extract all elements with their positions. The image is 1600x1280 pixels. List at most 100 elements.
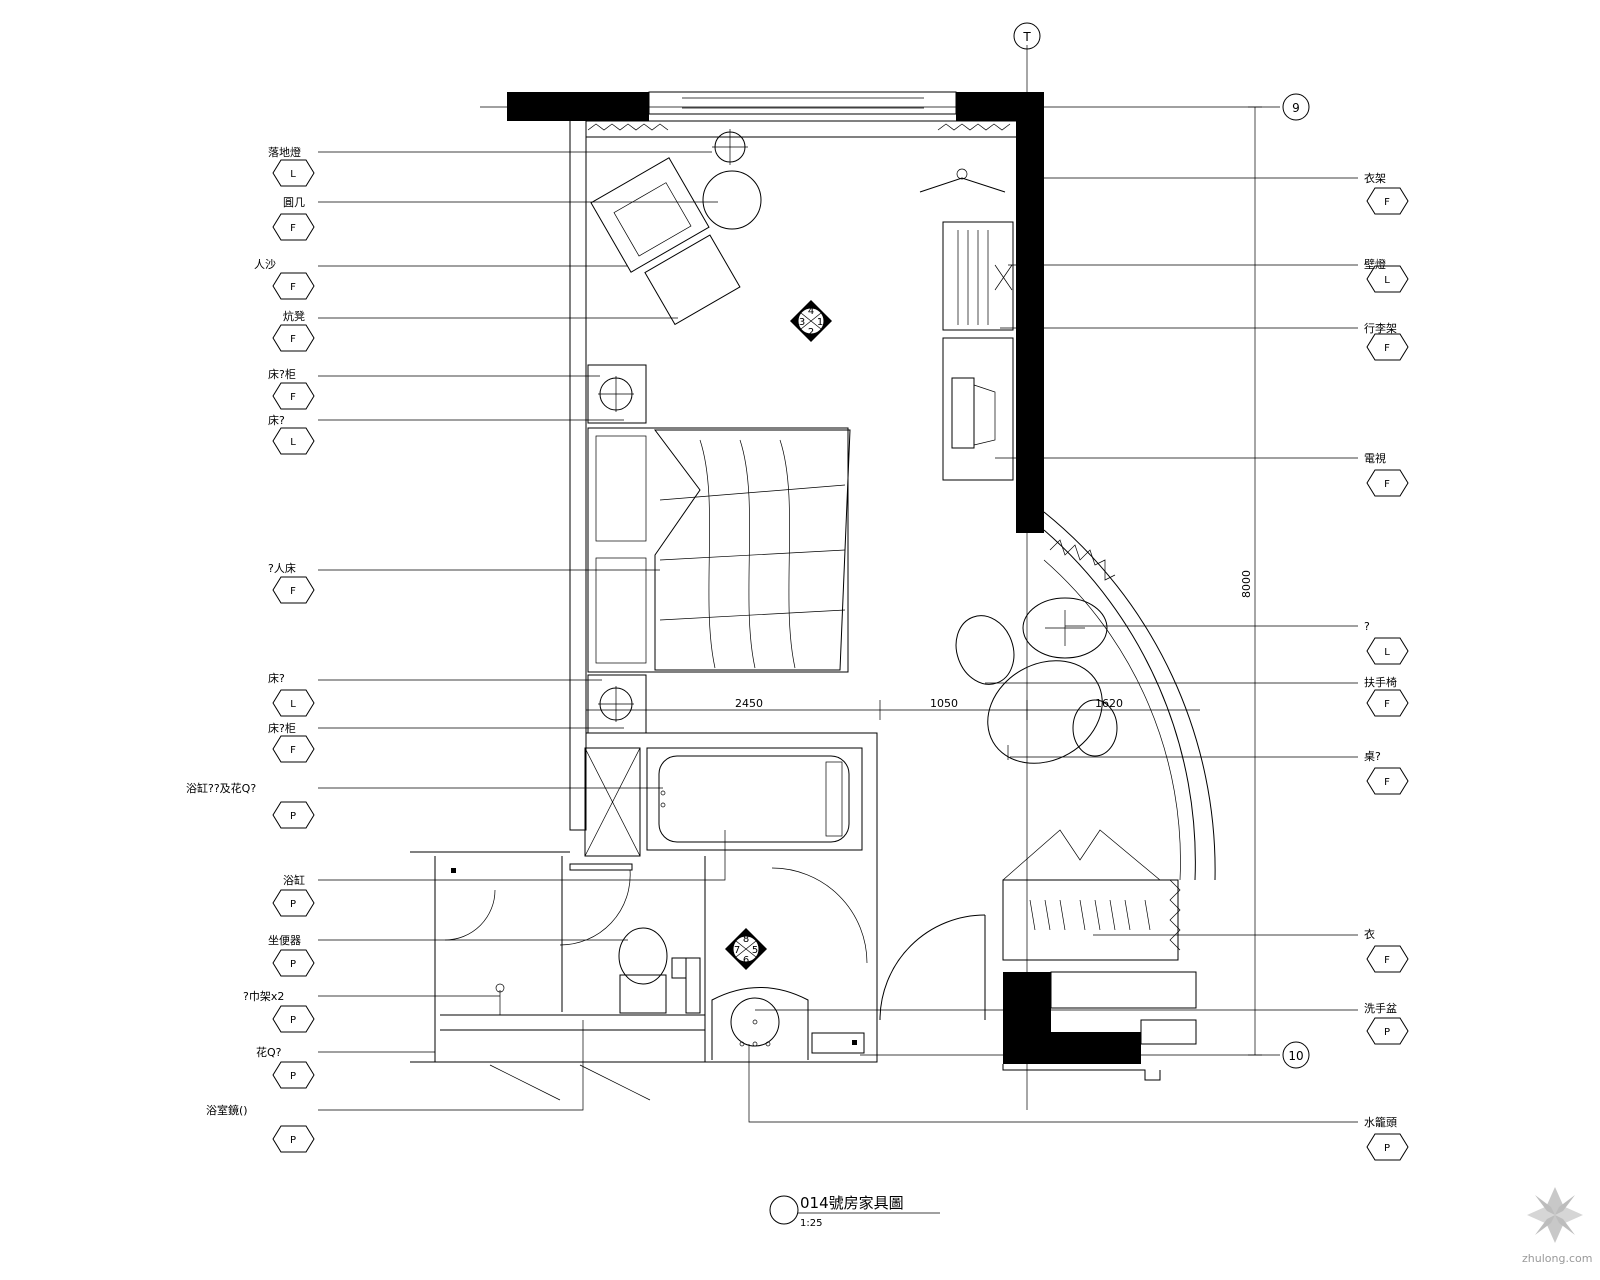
tv-console-icon	[942, 337, 1014, 481]
svg-text:F: F	[1384, 343, 1390, 354]
label-wardrobe: 衣	[1364, 927, 1375, 941]
label-lamp: ?	[1364, 620, 1370, 633]
svg-text:P: P	[1384, 1027, 1390, 1038]
svg-text:F: F	[1384, 197, 1390, 208]
code-hex	[1366, 945, 1409, 973]
svg-text:P: P	[290, 959, 296, 970]
svg-text:P: P	[290, 1135, 296, 1146]
code-hex	[272, 735, 315, 763]
svg-text:L: L	[290, 169, 296, 180]
label-hanger: 衣架	[1364, 171, 1386, 185]
shower-panel-icon	[584, 747, 641, 857]
toilet-icon	[618, 927, 701, 1014]
code-hex	[272, 889, 315, 917]
code-hex	[1366, 689, 1409, 717]
luggage-rack-icon	[942, 221, 1014, 331]
svg-text:F: F	[290, 334, 296, 345]
svg-text:L: L	[290, 437, 296, 448]
dim-8000: 8000	[1240, 570, 1253, 598]
wall-right	[1016, 92, 1044, 533]
code-hex	[1366, 767, 1409, 795]
code-hex	[272, 949, 315, 977]
wardrobe-icon	[1002, 829, 1181, 961]
label-faucet: 水籠頭	[1364, 1115, 1397, 1129]
code-hex	[272, 427, 315, 455]
bedroom-tag-e: 1	[817, 317, 823, 328]
watermark-text: zhulong.com	[1522, 1252, 1592, 1265]
label-bedside-table-2: 床?柜	[268, 721, 296, 735]
label-bedside-table-1: 床?柜	[268, 367, 296, 381]
right-leaders	[748, 177, 1358, 1123]
bedroom-tag-n: 4	[808, 306, 814, 317]
code-hex	[272, 1125, 315, 1153]
code-hex	[1366, 333, 1409, 361]
label-wash-basin: 洗手盆	[1364, 1001, 1397, 1015]
window	[648, 91, 957, 115]
label-ottoman: 炕凳	[283, 309, 305, 323]
svg-text:P: P	[1384, 1143, 1390, 1154]
label-double-bed: ?人床	[268, 561, 296, 575]
svg-text:F: F	[1384, 777, 1390, 788]
svg-text:F: F	[290, 282, 296, 293]
code-hex	[272, 801, 315, 829]
bedroom-tag: 4 1 2 3	[790, 300, 832, 342]
svg-text:P: P	[290, 899, 296, 910]
bedside-table-top-icon	[587, 364, 647, 424]
hanger-icon	[919, 168, 1006, 193]
furniture	[451, 123, 1197, 1081]
desk-and-chairs-icon	[955, 597, 1118, 764]
code-hex	[272, 1061, 315, 1089]
double-bed-icon	[587, 427, 851, 673]
svg-text:P: P	[290, 1071, 296, 1082]
grid-bubble-t: T	[1013, 22, 1041, 50]
dimension-line: 2450 1050 1620 8000	[586, 570, 1253, 720]
grid-bubble-10: 10	[1282, 1041, 1310, 1069]
label-towel-rack: ?巾架x2	[243, 989, 284, 1003]
svg-text:F: F	[1384, 479, 1390, 490]
grid-lines	[480, 45, 1280, 1110]
grid-label-t: T	[1022, 30, 1031, 44]
svg-text:F: F	[290, 586, 296, 597]
svg-text:F: F	[290, 223, 296, 234]
hand-shower-icon	[451, 868, 857, 1045]
curved-wall	[1043, 511, 1216, 881]
bedroom-tag-s: 2	[808, 327, 814, 338]
label-round-side-table: 圓几	[283, 196, 305, 209]
code-hex	[1366, 1133, 1409, 1161]
bedside-table-bottom-icon	[587, 674, 647, 734]
bedroom-tag-w: 3	[799, 317, 805, 328]
code-hex	[1366, 265, 1409, 293]
left-leaders	[318, 151, 726, 1111]
dim-1620: 1620	[1095, 697, 1123, 710]
code-hex	[1366, 187, 1409, 215]
code-hex	[272, 159, 315, 187]
floor-lamp-icon	[712, 129, 748, 165]
grid-label-10: 10	[1288, 1049, 1303, 1063]
label-luggage-rack: 行李架	[1364, 321, 1397, 335]
svg-text:F: F	[290, 392, 296, 403]
label-armchair-right: 扶手椅	[1364, 675, 1397, 689]
round-side-table-icon	[702, 170, 762, 230]
svg-text:F: F	[290, 745, 296, 756]
bathroom-tag-e: 5	[752, 945, 758, 956]
wash-basin-icon	[711, 987, 865, 1060]
right-labels: 衣架 F 壁燈 L 行李架 F 電視 F ? L 扶手椅 F 桌? F 衣 F …	[1364, 171, 1409, 1161]
watermark-logo-icon	[1527, 1187, 1583, 1243]
code-hex	[272, 1005, 315, 1033]
wall-top-left	[507, 92, 649, 121]
towel-bar-icon	[569, 863, 633, 871]
bathroom-tag-n: 8	[743, 934, 749, 945]
armchair-icon	[590, 157, 710, 273]
drawing-title: 014號房家具圖	[800, 1194, 904, 1212]
svg-text:P: P	[290, 1015, 296, 1026]
svg-text:L: L	[1384, 275, 1390, 286]
code-hex	[272, 576, 315, 604]
code-hex	[272, 382, 315, 410]
svg-text:P: P	[290, 811, 296, 822]
code-hex	[1366, 637, 1409, 665]
svg-text:L: L	[1384, 647, 1390, 658]
code-hex	[272, 324, 315, 352]
left-labels: 落地燈 L 圓几 F 人沙 F 炕凳 F 床?柜 F 床? L ?人床 F 床?…	[186, 145, 315, 1153]
title-block: 014號房家具圖 1:25	[769, 1194, 940, 1229]
